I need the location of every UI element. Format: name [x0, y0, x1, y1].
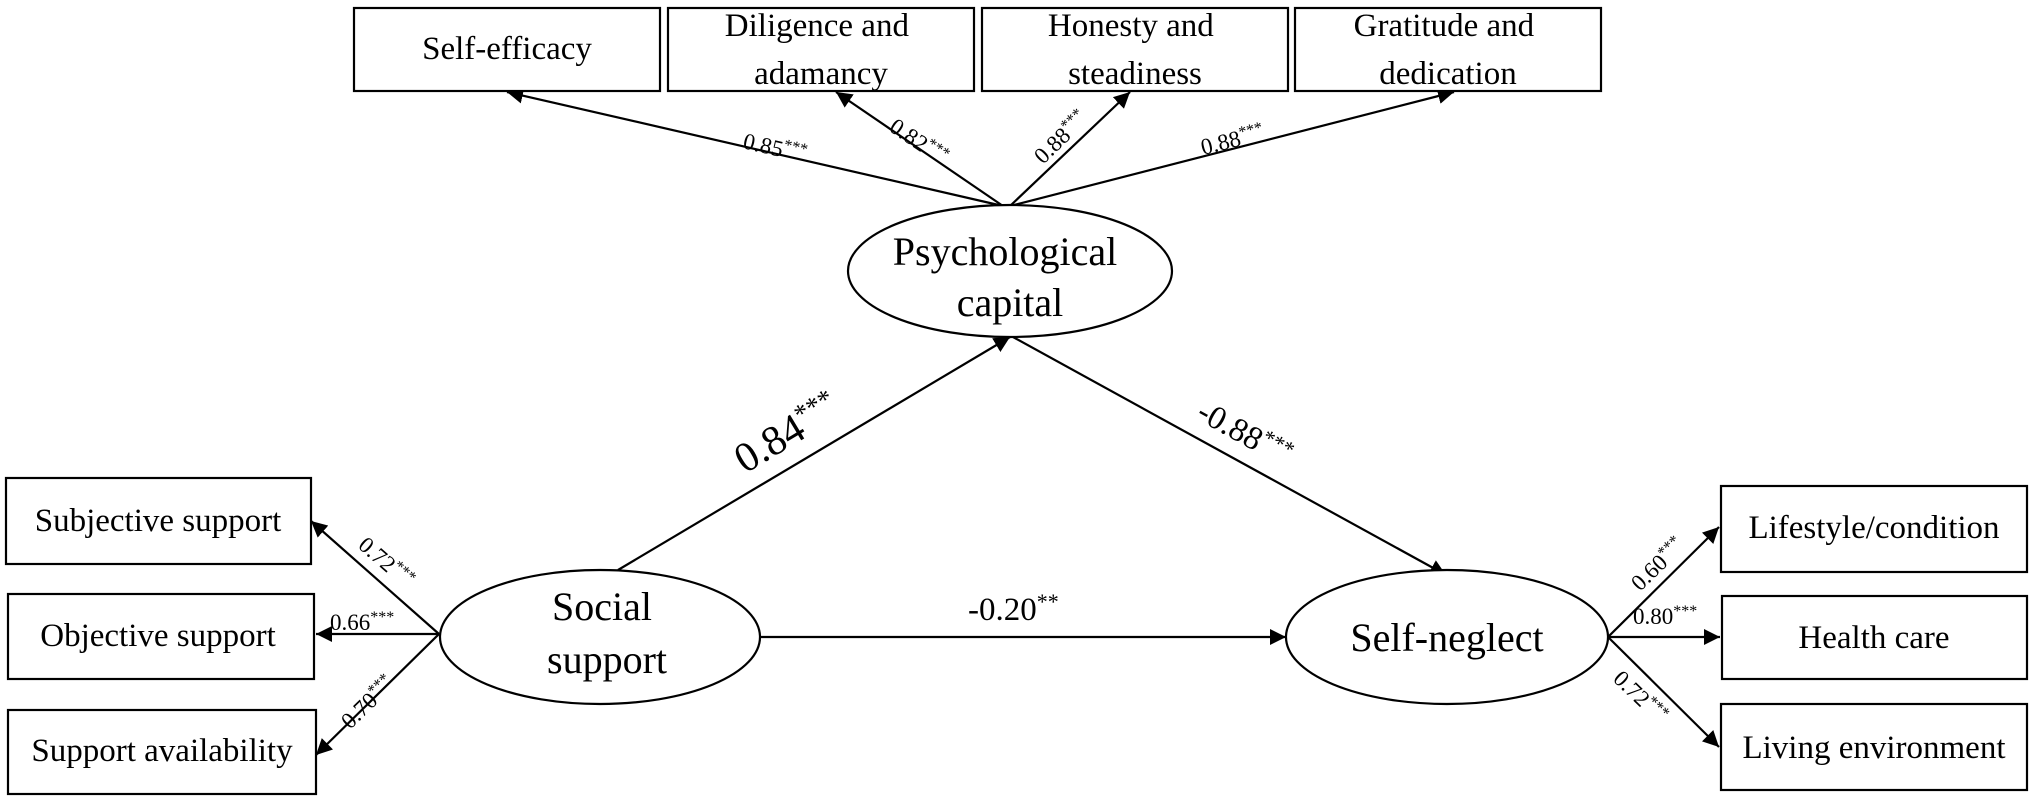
edge-ss-subjective [310, 520, 440, 635]
edge-pc-sn [1012, 336, 1447, 576]
weight-sn-living-env: 0.72*** [1609, 665, 1673, 728]
weight-sn-health-care: 0.80*** [1633, 603, 1697, 629]
node-diligence: Diligence and adamancy [666, 6, 976, 93]
node-self-neglect: Self-neglect [1284, 568, 1610, 706]
node-support-availability: Support availability [6, 708, 318, 796]
node-psychological-capital-label: Psychological capital [893, 229, 1127, 325]
node-social-support-label: Social support [547, 584, 667, 682]
node-psychological-capital: Psychological capital [846, 203, 1174, 339]
node-social-support: Social support [438, 568, 762, 706]
node-lifestyle-condition-label: Lifestyle/condition [1748, 510, 1999, 546]
edges [310, 87, 1720, 756]
node-living-environment: Living environment [1719, 702, 2029, 792]
edge-ss-availability [315, 633, 440, 756]
weight-ss-subjective: 0.72*** [354, 531, 420, 593]
weight-pc-gratitude: 0.88*** [1198, 119, 1267, 160]
node-lifestyle-condition: Lifestyle/condition [1719, 484, 2029, 574]
edge-sn-lifestyle [1607, 526, 1720, 638]
weight-pc-self-efficacy: 0.85*** [741, 128, 809, 168]
edge-pc-diligence [835, 91, 1004, 207]
edge-sn-living-env [1607, 636, 1720, 748]
node-self-neglect-label: Self-neglect [1350, 615, 1543, 660]
node-health-care: Health care [1720, 594, 2029, 681]
weight-pc-diligence: 0.82*** [885, 113, 953, 170]
weight-pc-sn: -0.88*** [1191, 391, 1299, 474]
node-self-efficacy: Self-efficacy [352, 6, 662, 93]
node-subjective-support-label: Subjective support [35, 503, 282, 539]
node-health-care-label: Health care [1798, 620, 1949, 656]
edge-pc-honesty [1009, 91, 1131, 207]
weight-ss-pc: 0.84*** [725, 383, 847, 483]
node-honesty-label: Honesty and steadiness [1048, 8, 1222, 92]
node-gratitude: Gratitude and dedication [1293, 6, 1603, 93]
edge-ss-pc [617, 336, 1011, 571]
node-support-availability-label: Support availability [31, 733, 293, 769]
node-gratitude-label: Gratitude and dedication [1354, 8, 1543, 92]
edge-pc-self-efficacy [506, 87, 1004, 208]
weight-ss-objective: 0.66*** [330, 609, 394, 635]
weight-sn-lifestyle: 0.60*** [1625, 532, 1689, 595]
node-self-efficacy-label: Self-efficacy [422, 31, 592, 67]
node-subjective-support: Subjective support [4, 476, 313, 566]
weight-ss-sn: -0.20** [968, 589, 1059, 628]
weight-ss-availability: 0.70*** [335, 670, 399, 733]
node-objective-support: Objective support [6, 592, 316, 681]
node-objective-support-label: Objective support [40, 618, 276, 654]
node-living-environment-label: Living environment [1742, 730, 2005, 766]
node-diligence-label: Diligence and adamancy [725, 8, 917, 92]
edge-pc-gratitude [1009, 88, 1455, 208]
node-honesty: Honesty and steadiness [980, 6, 1290, 93]
